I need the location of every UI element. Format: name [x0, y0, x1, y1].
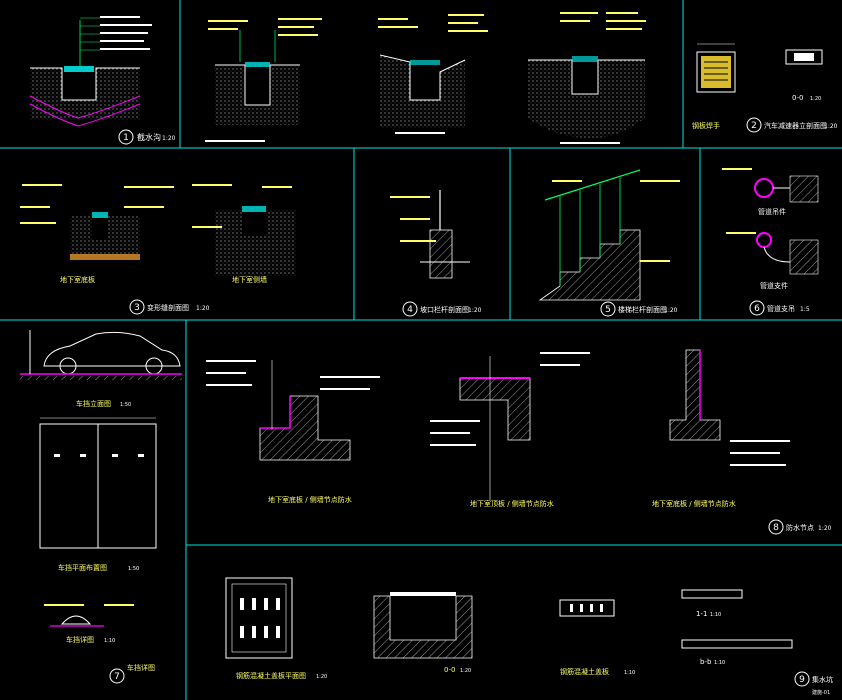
svg-text:钢筋混凝土盖板: 钢筋混凝土盖板 [560, 667, 609, 676]
svg-text:地下室底板 / 侧墙节点防水: 地下室底板 / 侧墙节点防水 [268, 495, 352, 504]
detail-6-drawing [722, 168, 819, 275]
svg-text:汽车减速器立剖面图: 汽车减速器立剖面图 [764, 121, 827, 130]
detail-7-car-elevation [20, 330, 182, 380]
svg-text:0-0: 0-0 [444, 666, 455, 674]
svg-text:钢板焊手: 钢板焊手 [692, 121, 720, 130]
svg-text:1-1: 1-1 [696, 610, 707, 618]
detail-title-6: 6 管道支吊 1:5 [754, 304, 810, 314]
svg-text:1:20: 1:20 [196, 305, 210, 312]
svg-text:1:10: 1:10 [714, 660, 725, 666]
detail-markers [109, 117, 810, 687]
svg-text:1:20: 1:20 [664, 307, 678, 314]
detail-title-2: 2 汽车减速器立剖面图 1:20 [751, 121, 838, 131]
detail-title-4: 4 坡口栏杆剖面图 1:20 [407, 305, 482, 315]
detail-title-3: 3 变形缝剖面图 1:20 [134, 303, 210, 313]
detail-2a-drawing [205, 18, 322, 142]
detail-title-1: 1 截水沟 1:20 [123, 132, 176, 143]
detail-9-drawing [225, 577, 793, 659]
svg-text:楼梯栏杆剖面图: 楼梯栏杆剖面图 [618, 305, 667, 314]
svg-text:1:50: 1:50 [128, 566, 139, 572]
detail-7-parking-plan [39, 417, 157, 549]
svg-text:车挡详图: 车挡详图 [66, 635, 94, 644]
svg-text:9: 9 [799, 675, 805, 685]
detail-7-stopper [44, 604, 134, 627]
svg-text:管道支吊: 管道支吊 [767, 304, 795, 313]
svg-text:5: 5 [605, 305, 611, 315]
svg-text:坡口栏杆剖面图: 坡口栏杆剖面图 [420, 305, 469, 314]
svg-text:管道吊件: 管道吊件 [758, 207, 786, 216]
detail-title-9: 9 集水坑 [799, 675, 833, 685]
detail-2b-drawing [378, 14, 488, 134]
svg-text:6: 6 [754, 304, 760, 314]
svg-text:1:20: 1:20 [162, 135, 176, 142]
svg-text:建施-01: 建施-01 [812, 689, 830, 696]
detail-3-drawing [20, 184, 296, 276]
detail-title-7: 7 车挡详图 [114, 663, 155, 682]
detail-title-5: 5 楼梯栏杆剖面图 1:20 [605, 305, 678, 315]
svg-text:b-b: b-b [700, 658, 712, 666]
svg-text:地下室顶板 / 侧墙节点防水: 地下室顶板 / 侧墙节点防水 [470, 499, 554, 508]
svg-text:钢筋混凝土盖板平面图: 钢筋混凝土盖板平面图 [236, 671, 306, 680]
sub-captions: 钢板焊手 0-0 1:20 地下室底板 地下室侧墙 管道吊件 管道支件 车挡立面… [58, 94, 830, 696]
svg-text:1:50: 1:50 [120, 402, 131, 408]
svg-text:1:10: 1:10 [710, 612, 721, 618]
svg-text:集水坑: 集水坑 [812, 675, 833, 684]
detail-5-drawing [538, 169, 680, 301]
detail-4-drawing [390, 190, 470, 279]
svg-text:1:20: 1:20 [824, 123, 838, 130]
svg-text:1:5: 1:5 [800, 306, 810, 313]
svg-text:1:10: 1:10 [104, 638, 115, 644]
detail-2-plan [696, 43, 823, 93]
svg-text:地下室底板: 地下室底板 [60, 275, 95, 284]
svg-text:3: 3 [134, 303, 140, 313]
svg-text:8: 8 [773, 523, 779, 533]
svg-text:2: 2 [751, 121, 757, 131]
detail-8-drawing [206, 349, 790, 500]
detail-1-drawing [29, 16, 152, 127]
svg-text:1:20: 1:20 [468, 307, 482, 314]
svg-text:7: 7 [114, 672, 120, 682]
svg-text:防水节点: 防水节点 [786, 523, 814, 532]
svg-text:1:10: 1:10 [624, 670, 635, 676]
svg-text:4: 4 [407, 305, 413, 315]
svg-text:地下室侧墙: 地下室侧墙 [232, 275, 267, 284]
detail-2c-drawing [528, 12, 646, 144]
svg-text:车挡平面布置图: 车挡平面布置图 [58, 563, 107, 572]
svg-text:1:20: 1:20 [316, 674, 327, 680]
svg-text:管道支件: 管道支件 [760, 281, 788, 290]
svg-text:1: 1 [123, 133, 129, 143]
svg-text:1:20: 1:20 [460, 668, 471, 674]
svg-text:地下室底板 / 侧墙节点防水: 地下室底板 / 侧墙节点防水 [652, 499, 736, 508]
svg-text:车挡立面图: 车挡立面图 [76, 399, 111, 408]
svg-text:1:20: 1:20 [810, 96, 821, 102]
svg-text:1:20: 1:20 [818, 525, 832, 532]
svg-text:变形缝剖面图: 变形缝剖面图 [147, 303, 189, 312]
svg-text:0-0: 0-0 [792, 94, 803, 102]
svg-text:车挡详图: 车挡详图 [127, 663, 155, 672]
svg-text:截水沟: 截水沟 [137, 132, 161, 142]
detail-title-8: 8 防水节点 1:20 [773, 523, 832, 533]
